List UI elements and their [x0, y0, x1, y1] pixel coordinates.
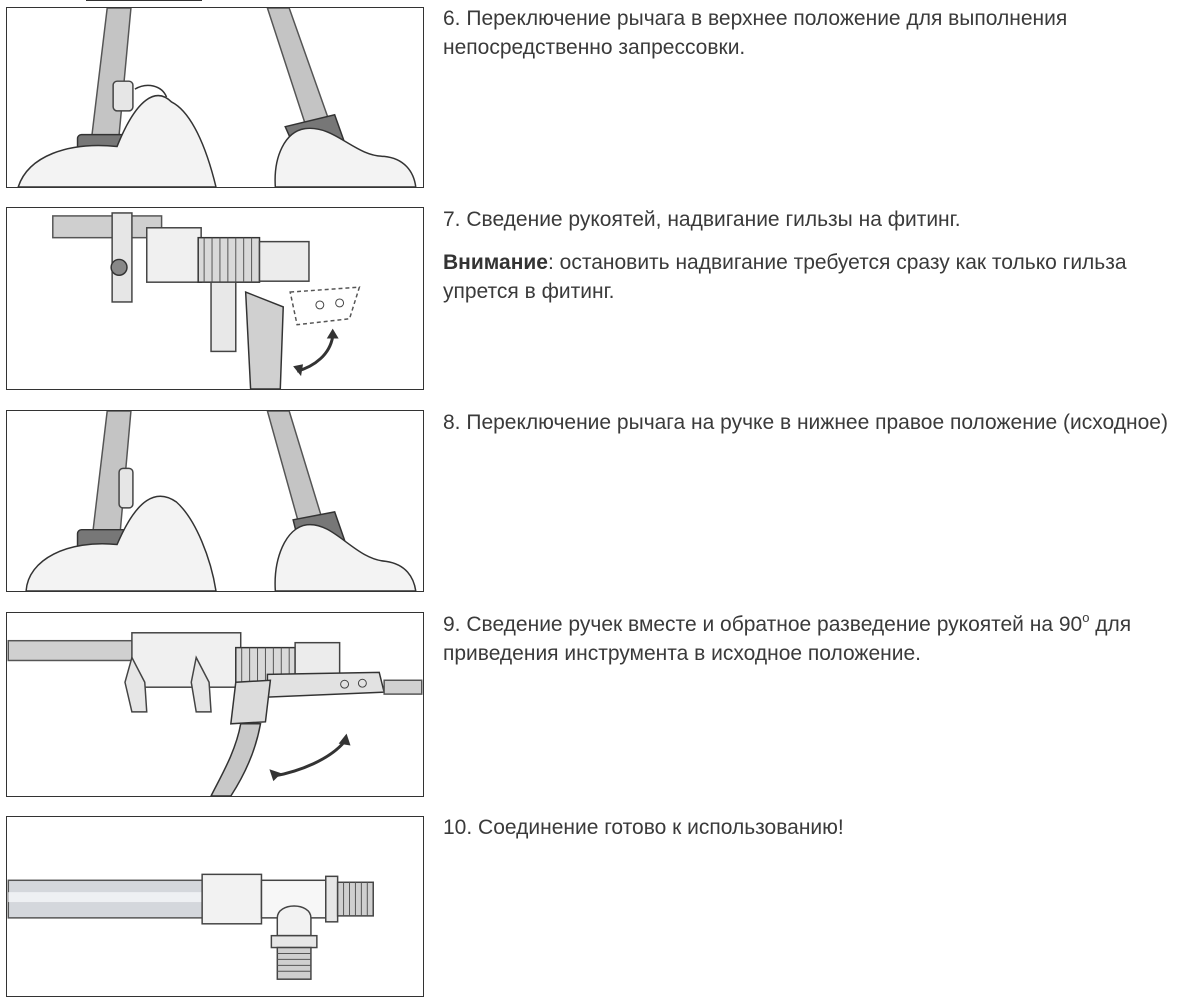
hands-lever-down-icon — [25, 411, 417, 591]
step-description: Переключение рычага в верхнее положение … — [443, 7, 1068, 59]
warning-text: : остановить надвигание требуется сразу … — [443, 251, 1127, 303]
joint-ready-illustration — [6, 816, 424, 997]
step-number: 9. — [443, 613, 461, 636]
step-description: Соединение готово к использованию! — [478, 816, 844, 839]
tool-crimping-illustration — [6, 207, 424, 390]
step-10-text: 10. Соединение готово к использованию! — [443, 813, 1193, 842]
degree-mark: о — [1082, 610, 1090, 625]
step-7-text: 7. Сведение рукоятей, надвигание гильзы … — [443, 205, 1193, 306]
step-description-end: для приведения инструмента в исходное по… — [443, 613, 1132, 665]
top-rule — [86, 0, 202, 1]
hands-lever-illustration — [6, 7, 424, 188]
joint-ready-icon — [7, 873, 374, 980]
step-6-text: 6. Переключение рычага в верхнее положен… — [443, 4, 1193, 62]
hands-lever-down-illustration — [6, 410, 424, 592]
step-number: 6. — [443, 7, 461, 30]
step-number: 10. — [443, 816, 473, 839]
step-number: 7. — [443, 208, 461, 231]
step-description-start: Сведение ручек вместе и обратное разведе… — [466, 613, 1083, 636]
step-description: Сведение рукоятей, надвигание гильзы на … — [466, 208, 961, 231]
tool-reset-icon — [7, 632, 423, 796]
step-9-text: 9. Сведение ручек вместе и обратное разв… — [443, 610, 1193, 668]
tool-crimping-icon — [52, 212, 361, 389]
step-number: 8. — [443, 411, 461, 434]
warning-label: Внимание — [443, 251, 548, 274]
step-description: Переключение рычага на ручке в нижнее пр… — [466, 411, 1168, 434]
step-8-text: 8. Переключение рычага на ручке в нижнее… — [443, 408, 1193, 437]
tool-reset-illustration — [6, 612, 424, 797]
hands-lever-up-icon — [17, 8, 417, 187]
